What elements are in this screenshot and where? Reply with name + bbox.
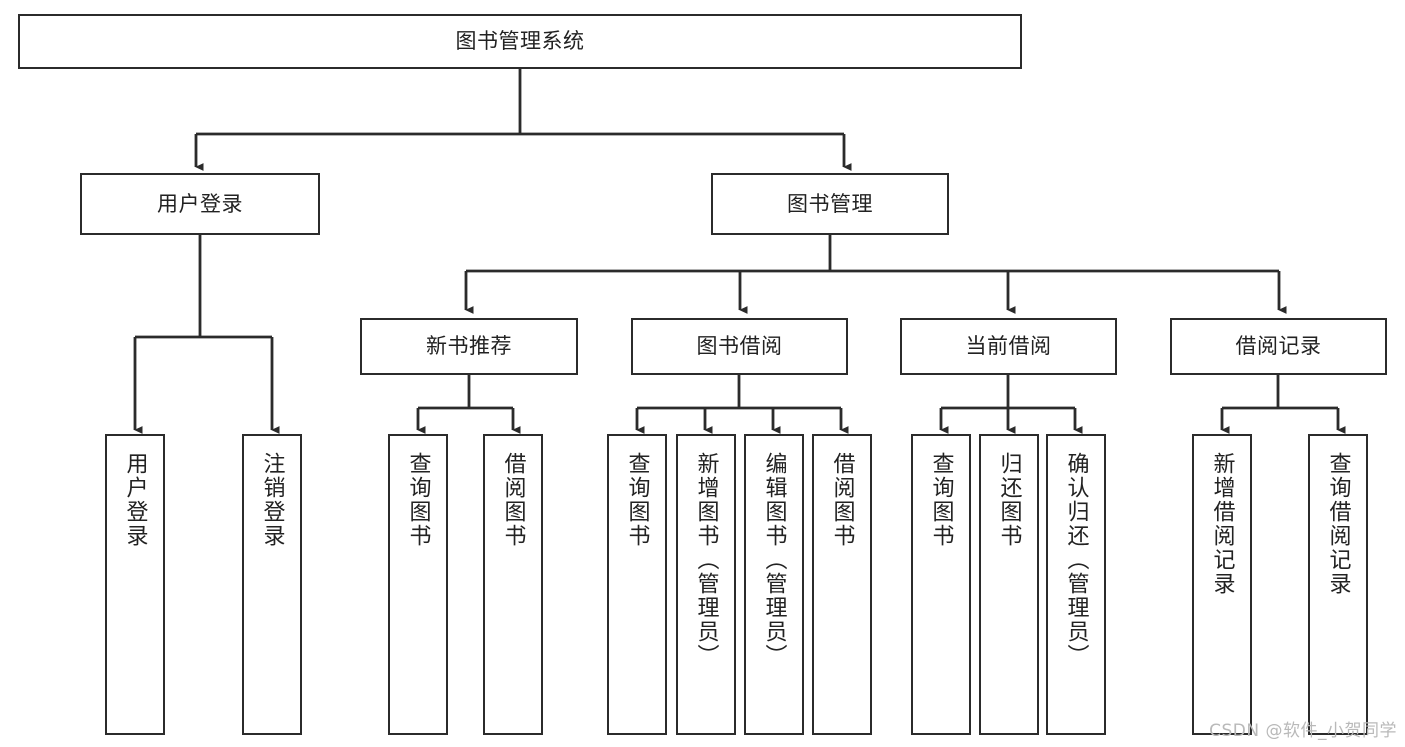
leaf-query-borrow-record-label: 查询借阅记录 [1325,452,1351,596]
node-root-label: 图书管理系统 [455,29,585,54]
leaf-query-book-recommend[interactable]: 查询图书 [388,434,448,735]
node-level2-current-borrow[interactable]: 当前借阅 [900,318,1117,375]
leaf-edit-book-admin-label: 编辑图书（管理员） [761,452,787,668]
leaf-borrow-book[interactable]: 借阅图书 [812,434,872,735]
leaf-user-login[interactable]: 用户登录 [105,434,165,735]
node-level1-user-login-label: 用户登录 [157,191,243,216]
leaf-edit-book-admin[interactable]: 编辑图书（管理员） [744,434,804,735]
leaf-return-book[interactable]: 归还图书 [979,434,1039,735]
leaf-query-book-recommend-label: 查询图书 [405,452,431,548]
node-level2-borrow-record[interactable]: 借阅记录 [1170,318,1387,375]
watermark-text: CSDN @软件_小贺同学 [1209,721,1397,741]
node-level2-new-book-recommend-label: 新书推荐 [426,334,512,359]
node-level1-book-management-label: 图书管理 [787,191,873,216]
leaf-confirm-return-admin-label: 确认归还（管理员） [1063,452,1089,668]
leaf-add-borrow-record[interactable]: 新增借阅记录 [1192,434,1252,735]
leaf-add-book-admin-label: 新增图书（管理员） [693,452,719,668]
leaf-borrow-book-recommend-label: 借阅图书 [500,452,526,548]
leaf-query-book-borrow-label: 查询图书 [624,452,650,548]
leaf-query-book-current[interactable]: 查询图书 [911,434,971,735]
node-level2-book-borrow[interactable]: 图书借阅 [631,318,848,375]
node-level2-book-borrow-label: 图书借阅 [696,334,783,359]
leaf-query-book-current-label: 查询图书 [928,452,954,548]
node-level2-borrow-record-label: 借阅记录 [1235,334,1322,359]
node-root[interactable]: 图书管理系统 [18,14,1022,69]
leaf-borrow-book-label: 借阅图书 [829,452,855,548]
leaf-return-book-label: 归还图书 [996,452,1022,548]
leaf-borrow-book-recommend[interactable]: 借阅图书 [483,434,543,735]
leaf-add-borrow-record-label: 新增借阅记录 [1209,452,1235,596]
leaf-query-book-borrow[interactable]: 查询图书 [607,434,667,735]
leaf-add-book-admin[interactable]: 新增图书（管理员） [676,434,736,735]
leaf-query-borrow-record[interactable]: 查询借阅记录 [1308,434,1368,735]
leaf-user-login-label: 用户登录 [122,452,148,548]
node-level1-book-management[interactable]: 图书管理 [711,173,949,235]
leaf-logout[interactable]: 注销登录 [242,434,302,735]
leaf-logout-label: 注销登录 [259,452,285,548]
node-level1-user-login[interactable]: 用户登录 [80,173,320,235]
node-level2-new-book-recommend[interactable]: 新书推荐 [360,318,578,375]
node-level2-current-borrow-label: 当前借阅 [965,334,1052,359]
leaf-confirm-return-admin[interactable]: 确认归还（管理员） [1046,434,1106,735]
